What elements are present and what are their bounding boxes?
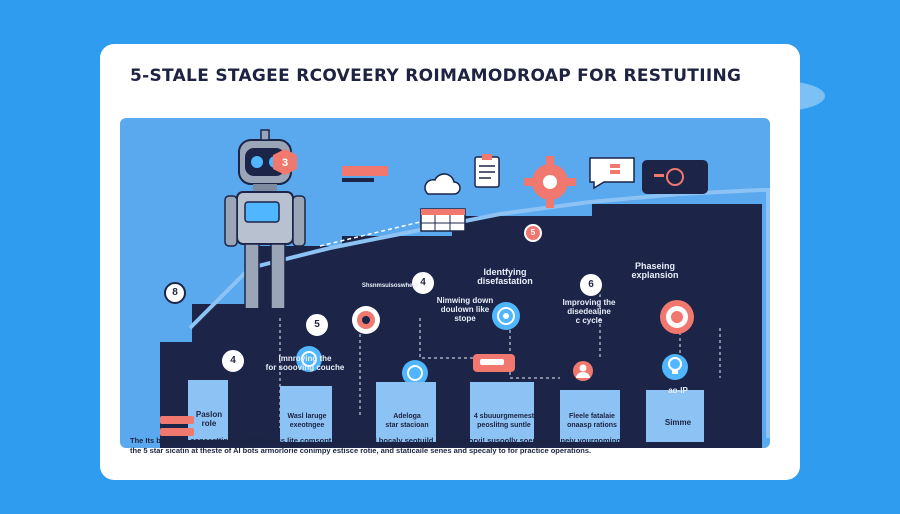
target-icon (660, 300, 694, 334)
target-icon (492, 302, 520, 330)
person-icon (573, 361, 593, 381)
step-node-5a: 5 (304, 312, 330, 338)
tag-icon (160, 416, 194, 436)
label-improving-cycle: Improving the disedealine c cycle (562, 298, 616, 325)
label-small: Shsnmsuisoswhere (361, 283, 419, 289)
hexagon-icon: 3 (273, 149, 297, 175)
step-node-4b: 4 (410, 270, 436, 296)
column-bar-3 (376, 382, 436, 442)
footer-line-2: the 5 star sicatin at theste of AI bots … (130, 446, 592, 455)
target-icon (296, 346, 322, 372)
target-icon (352, 306, 380, 334)
step-node-8: 8 (164, 282, 186, 304)
label-paslon: Paslon role (195, 410, 223, 428)
roadmap-card: 5-STALE STAGEE RCOVEERY ROIMAMODROAP FOR… (100, 44, 800, 480)
monitor-icon (642, 160, 708, 194)
target-icon (402, 360, 428, 386)
label-four-sh: 4 sbuuurgmemest peoslitng suntle (473, 413, 535, 429)
label-identifying: Identfying disefastation (477, 267, 533, 286)
label-narrowing: Nimwing down doulown like stope (436, 296, 494, 323)
label-fleele: Fleele fatalaie onaasp rations (567, 413, 617, 429)
cloud-icon (424, 173, 461, 195)
footer-text: The Its bussellly concecttipts to riinal… (130, 436, 780, 456)
calendar-icon (420, 208, 466, 232)
step-node-6: 6 (578, 272, 604, 298)
column-bar-5 (560, 390, 620, 442)
page-title: 5-STALE STAGEE RCOVEERY ROIMAMODROAP FOR… (130, 66, 742, 86)
label-adeloga: Adeloga star stacioan (385, 413, 429, 429)
clipboard-icon (474, 154, 500, 188)
label-improving-coaching: Imnroving the for soooving couche (265, 354, 345, 372)
label-simme: Simme (664, 418, 692, 427)
column-bar-1 (188, 380, 228, 440)
label-wasl: Wasl laruge exeotngee (287, 413, 327, 429)
footer-line-1: The Its bussellly concecttipts to riinal… (130, 436, 621, 445)
column-bar-4 (470, 382, 534, 442)
flag-icon (342, 166, 388, 182)
label-ao-ip: ao-IP (668, 386, 688, 395)
column-bar-6 (646, 390, 704, 442)
diagram-panel: 3 8 4 4 5 5 6 (120, 118, 770, 448)
label-phaseing: Phaseing explansion (631, 261, 679, 280)
column-bar-2 (280, 386, 332, 442)
step-node-4a: 4 (220, 348, 246, 374)
chat-bubble-icon (589, 157, 635, 190)
gear-icon (524, 156, 576, 208)
lightbulb-icon (662, 354, 688, 380)
step-node-5b: 5 (524, 224, 542, 242)
hexagon-number: 3 (282, 157, 288, 169)
device-icon (473, 354, 515, 372)
